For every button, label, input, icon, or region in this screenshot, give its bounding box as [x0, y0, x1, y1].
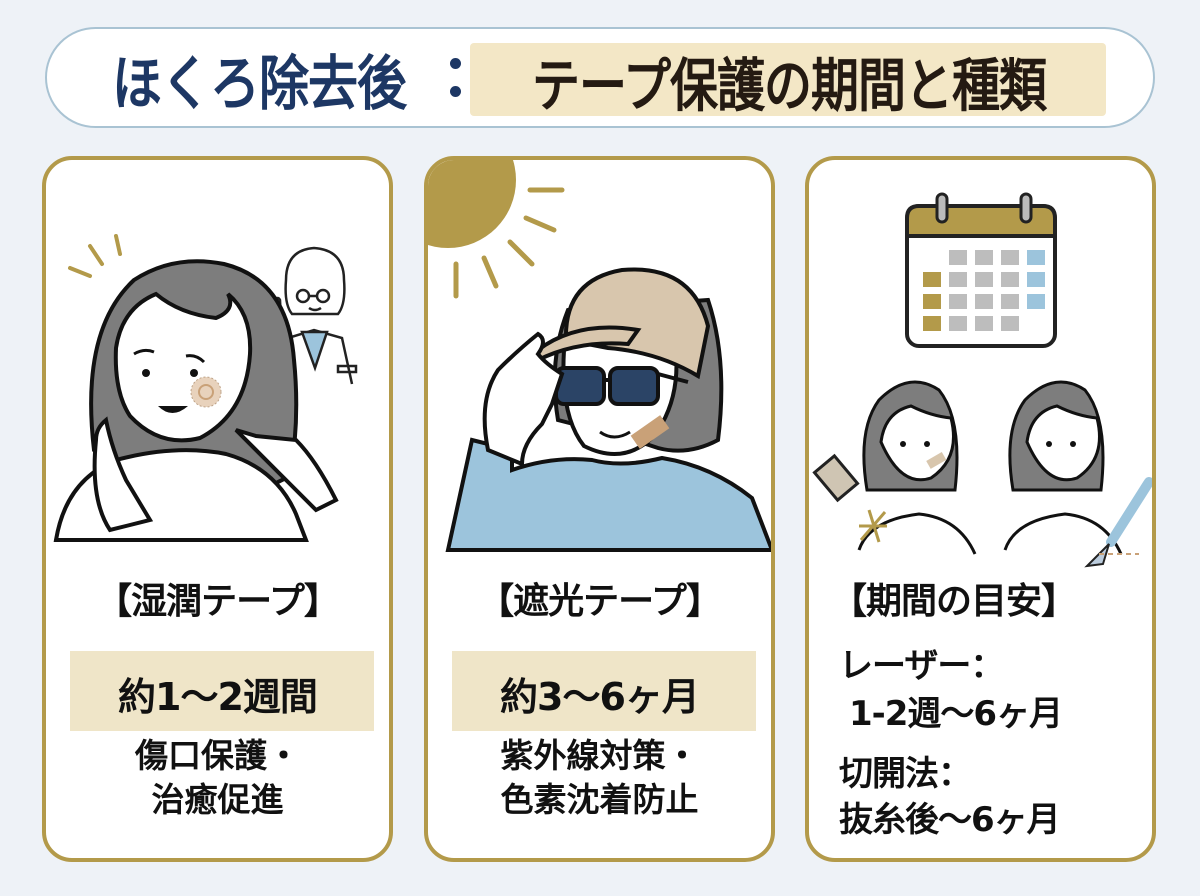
period-value: 約3〜6ヶ月 [500, 675, 700, 719]
period-highlight [70, 651, 374, 731]
card-heading: 【湿潤テープ】 [96, 581, 340, 622]
scalpel-icon [1084, 477, 1152, 568]
card-uv-tape: 【遮光テープ】 約3〜6ヶ月 紫外線対策・ 色素沈着防止 [424, 156, 775, 862]
calendar-icon [905, 192, 1057, 348]
title-highlight: テープ保護の期間と種類 [531, 51, 1047, 120]
calendar-women-illustration [812, 192, 1152, 568]
incision-label: 切開法： [839, 754, 972, 794]
woman-doctor-illustration [53, 234, 358, 542]
laser-device-icon [812, 453, 887, 543]
card-duration-guide: 【期間の目安】 レーザー： 1-2週〜6ヶ月 切開法： 抜糸後〜6ヶ月 [805, 156, 1156, 862]
sunglasses-woman-illustration [428, 160, 771, 552]
card-moist-tape: 【湿潤テープ】 約1〜2週間 傷口保護・ 治癒促進 [42, 156, 393, 862]
title-highlight-bg [470, 43, 1106, 116]
sun-icon [428, 160, 516, 248]
laser-value: 1-2週〜6ヶ月 [849, 694, 1063, 734]
card-description: 紫外線対策・ 色素沈着防止 [500, 736, 699, 819]
title-colon [450, 50, 462, 106]
period-highlight [452, 651, 756, 731]
laser-label: レーザー： [839, 646, 1004, 686]
title-main: ほくろ除去後 [112, 48, 407, 118]
card-description: 傷口保護・ 治癒促進 [135, 736, 300, 819]
period-value: 約1〜2週間 [118, 675, 318, 719]
incision-value: 抜糸後〜6ヶ月 [839, 800, 1061, 840]
card-heading: 【期間の目安】 [831, 581, 1077, 622]
card-heading: 【遮光テープ】 [478, 581, 722, 622]
